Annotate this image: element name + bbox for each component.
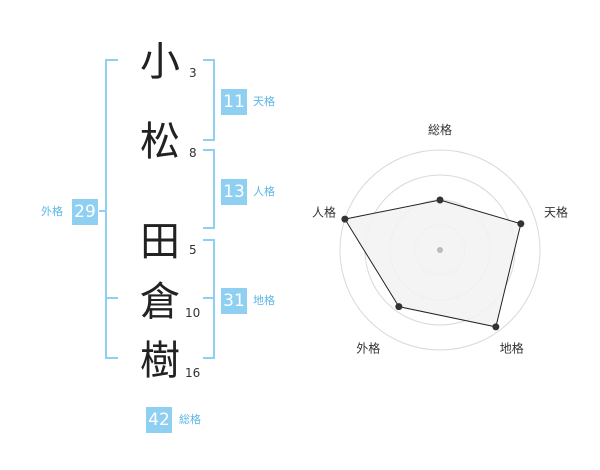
tenkaku-score: 11 <box>221 89 247 115</box>
radar-grid-ring <box>339 149 541 351</box>
radar-point <box>395 303 403 311</box>
soukaku-label: 総格 <box>179 413 201 426</box>
radar-axis-label: 総格 <box>428 122 452 137</box>
name-char-3: 田 <box>140 219 180 265</box>
radar-center-dot <box>437 247 443 253</box>
name-char-1: 小 <box>140 39 180 85</box>
radar-point <box>436 196 444 204</box>
radar-point <box>492 323 500 331</box>
stroke-count-3: 5 <box>189 243 197 257</box>
gaikaku-score: 29 <box>72 199 98 225</box>
radar-point <box>517 220 525 228</box>
jinkaku-label: 人格 <box>253 185 275 198</box>
outer-bracket <box>105 59 118 359</box>
jinkaku-score: 13 <box>221 179 247 205</box>
radar-axis-label: 地格 <box>500 341 524 356</box>
name-char-4: 倉 <box>140 279 180 325</box>
radar-polygon <box>344 199 522 328</box>
stroke-count-2: 8 <box>189 146 197 160</box>
stroke-count-1: 3 <box>189 66 197 80</box>
tenkaku-label: 天格 <box>253 95 275 108</box>
chikaku-score: 31 <box>221 288 247 314</box>
radar-point <box>341 215 349 223</box>
name-char-5: 樹 <box>140 338 180 384</box>
chikaku-label: 地格 <box>253 294 275 307</box>
stroke-count-4: 10 <box>185 306 201 320</box>
stroke-count-5: 16 <box>185 366 201 380</box>
gaikaku-label: 外格 <box>41 205 63 218</box>
name-char-2: 松 <box>140 119 180 165</box>
radar-axis-label: 人格 <box>312 204 336 219</box>
radar-axis-label: 天格 <box>544 204 568 219</box>
jinkaku-bracket <box>203 149 215 229</box>
radar-axis-label: 外格 <box>356 341 380 356</box>
tenkaku-bracket <box>203 59 215 141</box>
soukaku-score: 42 <box>146 407 172 433</box>
